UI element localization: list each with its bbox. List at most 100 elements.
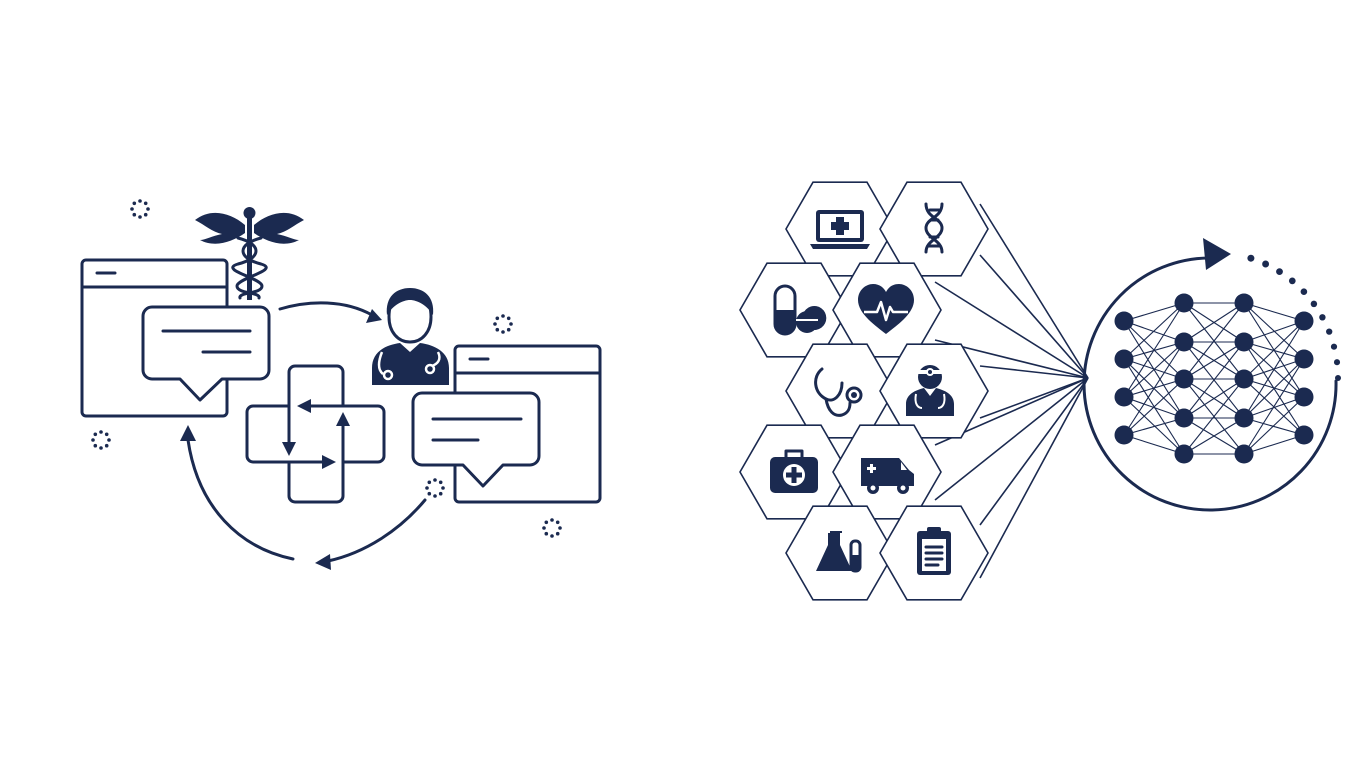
sparkle-dot (143, 201, 148, 206)
sparkle-dot (493, 322, 497, 326)
sparkle-icon (425, 478, 445, 498)
network-node (1174, 332, 1194, 352)
network-edge (1123, 378, 1185, 436)
sparkle-dot (558, 526, 562, 530)
arc-dot (1288, 277, 1296, 285)
sparkle-dot (506, 316, 511, 321)
sparkle-dot (550, 534, 554, 538)
connection-line (979, 377, 1089, 526)
sparkle-dot (132, 212, 137, 217)
arc-dot (1335, 375, 1341, 381)
arc-dot (1326, 328, 1333, 335)
network-node (1114, 311, 1134, 331)
left-illustration (80, 199, 602, 570)
network-node (1114, 387, 1134, 407)
arc-dot (1310, 300, 1318, 308)
network-node (1294, 387, 1314, 407)
sparkle-icon (130, 199, 150, 219)
network-node (1234, 369, 1254, 389)
sparkle-dot (438, 480, 443, 485)
medical-cross-exchange-icon (245, 364, 386, 504)
network-node (1174, 444, 1194, 464)
sparkle-dot (107, 438, 111, 442)
arc-dot (1300, 288, 1308, 296)
chat-bubble-icon (411, 391, 541, 488)
sparkle-dot (501, 330, 505, 334)
sparkle-dot (438, 491, 443, 496)
network-edge (1183, 341, 1245, 380)
connection-line (979, 365, 1089, 379)
ambulance-icon (861, 458, 914, 494)
sparkle-dot (138, 199, 142, 203)
network-edge (1183, 378, 1245, 455)
sparkle-dot (555, 520, 560, 525)
connection-lines (934, 203, 1089, 579)
network-edge (1183, 417, 1245, 455)
connection-line (979, 377, 1089, 579)
network-edge (1123, 417, 1185, 436)
arc-dot (1330, 343, 1338, 350)
network-node (1294, 425, 1314, 445)
network-edge (1183, 378, 1245, 419)
doctor-mirror-icon (906, 365, 954, 416)
cycle-arrows-icon (180, 301, 427, 570)
sparkle-dot (91, 438, 95, 442)
network-edge (1123, 341, 1185, 436)
network-edge (1123, 396, 1185, 455)
first-aid-kit-icon (770, 449, 818, 493)
sparkle-dot (130, 207, 134, 211)
sparkle-dot (93, 443, 98, 448)
sparkle-dot (495, 316, 500, 321)
sparkle-dot (495, 327, 500, 332)
neural-network-icon (1082, 238, 1341, 512)
sparkle-dot (550, 518, 554, 522)
clipboard-icon (917, 527, 951, 575)
stethoscope-icon (814, 367, 863, 417)
arc-dot (1333, 359, 1341, 366)
connection-line (934, 281, 1089, 379)
sparkle-dot (146, 207, 150, 211)
sparkle-dot (555, 531, 560, 536)
sparkle-dot (542, 526, 546, 530)
sparkle-dot (104, 443, 109, 448)
cycle-arrow-icon (1082, 256, 1338, 512)
connection-line (979, 203, 1089, 379)
network-edge (1183, 341, 1245, 419)
network-edge (1183, 302, 1245, 343)
network-node (1234, 332, 1254, 352)
sparkle-dot (441, 486, 445, 490)
network-node (1114, 349, 1134, 369)
sparkle-dot (93, 432, 98, 437)
doctor-icon (372, 288, 449, 385)
arc-dot (1319, 314, 1326, 321)
connection-line (934, 377, 1089, 501)
caduceus-icon (195, 207, 304, 300)
network-nodes (1114, 293, 1314, 464)
network-node (1234, 408, 1254, 428)
network-edge (1243, 358, 1305, 455)
sparkle-icon (542, 518, 562, 538)
hex-cell-dna-icon (879, 181, 989, 277)
network-edge (1123, 434, 1185, 455)
network-edge (1243, 434, 1305, 455)
sparkle-dot (132, 201, 137, 206)
network-edge (1243, 320, 1305, 380)
connection-line (979, 377, 1089, 419)
sparkle-dot (427, 491, 432, 496)
network-node (1294, 311, 1314, 331)
network-node (1174, 369, 1194, 389)
sparkle-dot (427, 480, 432, 485)
network-edge (1123, 302, 1185, 322)
sparkle-dot (143, 212, 148, 217)
sparkle-dot (104, 432, 109, 437)
network-node (1174, 408, 1194, 428)
arc-dot (1262, 260, 1270, 268)
sparkle-dot (99, 446, 103, 450)
sparkle-dot (138, 215, 142, 219)
network-edge (1123, 341, 1185, 398)
network-edges (1123, 302, 1305, 455)
arrow-head-icon (1203, 238, 1231, 270)
sparkle-dot (433, 494, 437, 498)
sparkle-dot (425, 486, 429, 490)
